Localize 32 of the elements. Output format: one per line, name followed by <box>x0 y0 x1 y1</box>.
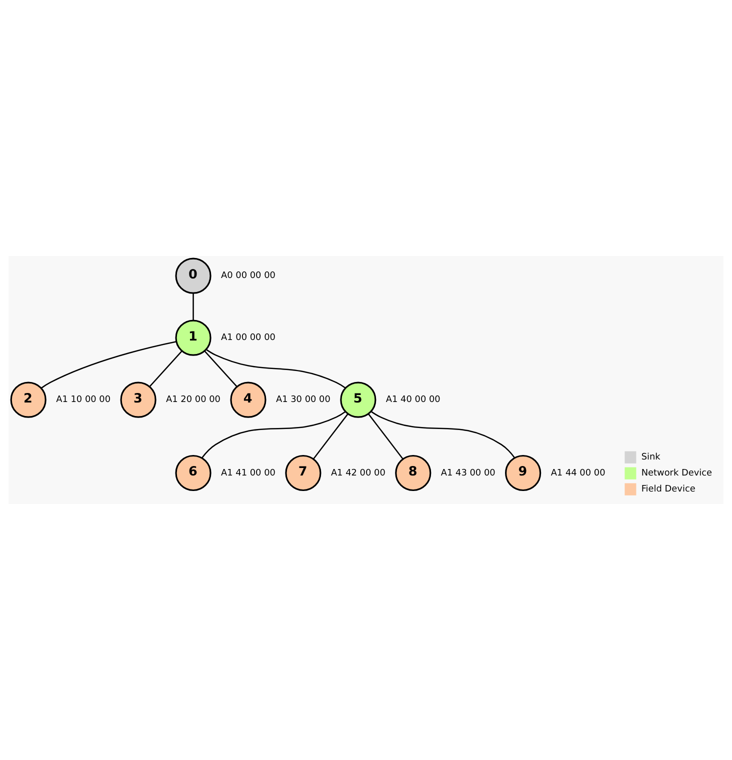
node-label: A1 41 00 00 <box>221 468 276 478</box>
connector <box>204 350 238 388</box>
connector <box>149 350 182 388</box>
connector <box>313 413 348 460</box>
node-label: A1 40 00 00 <box>386 395 440 406</box>
connector <box>206 348 346 389</box>
node-label: A1 44 00 00 <box>550 468 606 478</box>
connector <box>368 413 404 460</box>
node-circle: 7 <box>285 454 322 492</box>
node-label: A0 00 00 00 <box>221 271 276 282</box>
connector <box>192 293 194 320</box>
node-circle: 9 <box>505 454 542 492</box>
node-label: A1 00 00 00 <box>221 333 276 344</box>
node-label: A1 10 00 00 <box>56 395 111 406</box>
node-circle: 8 <box>395 454 432 492</box>
node-label: A1 20 00 00 <box>166 395 220 406</box>
connector <box>370 410 516 458</box>
node-label: A1 43 00 00 <box>440 468 496 478</box>
legend-label: Network Device <box>641 468 712 479</box>
node-circle: 5 <box>340 382 376 418</box>
node-circle: 6 <box>175 454 212 492</box>
connector <box>201 411 346 458</box>
legend-label: Field Device <box>641 484 696 495</box>
node-circle: 0 <box>175 258 212 294</box>
legend-label: Sink <box>641 452 660 463</box>
node-circle: 2 <box>10 382 46 418</box>
node-circle: 3 <box>120 382 156 418</box>
node-label: A1 42 00 00 <box>330 468 386 478</box>
node-label: A1 30 00 00 <box>276 395 330 406</box>
node-circle: 1 <box>175 320 212 356</box>
connector <box>40 341 177 389</box>
node-circle: 4 <box>230 382 266 418</box>
